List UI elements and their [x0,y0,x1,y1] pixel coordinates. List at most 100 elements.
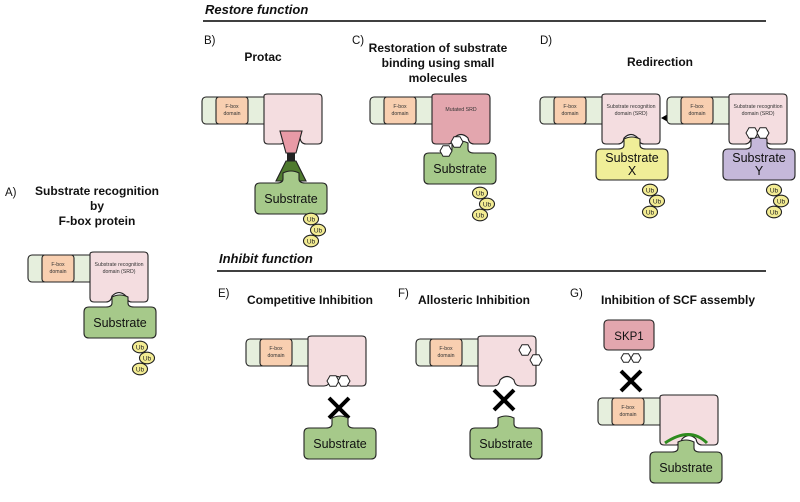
fbox-domain [680,96,714,125]
srd-label-line1: Substrate recognition [94,262,143,268]
substrate-shape [722,136,796,181]
srd-label-line2: domain (SRD) [742,111,775,117]
inhibition-x-stroke2 [619,369,643,393]
substrate-label-line2: Y [755,164,764,178]
ubiquitin-2 [309,223,327,237]
substrate-label: Substrate [93,316,147,330]
substrate-label: Substrate [433,162,487,176]
scf-inhibitor-hexagon-1 [620,353,632,363]
panel-e-letter: E) [218,288,230,300]
panel-d-letter: D) [540,35,552,47]
ubiquitin-label: Ub [136,344,145,351]
skp1-label: SKP1 [614,331,643,343]
ubiquitin-label: Ub [653,198,662,205]
fbox-domain [383,96,417,125]
srd-domain [659,394,719,446]
ubiquitin-3 [765,205,783,219]
section-restore-heading: Restore function [205,2,308,17]
ubiquitin-1 [471,186,489,200]
panel-b-title-line1: Protac [244,50,282,64]
inhibition-x-stroke2 [492,388,516,412]
srd-domain [263,93,323,145]
ubiquitin-3 [131,362,149,376]
redirection-arrow [661,114,668,122]
fbox-domain [259,338,293,367]
ubiquitin-2 [478,197,496,211]
protac-e3-ligand [279,130,303,154]
section-inhibit-heading: Inhibit function [219,251,313,266]
panel-a-title-line1: Substrate recognition [35,184,159,198]
srd-label-line1: Substrate recognition [733,104,782,110]
panel-c-letter: C) [352,35,364,47]
substrate-shape [595,136,669,181]
fbox-domain [429,338,463,367]
fbox-label-line2: domain [391,111,408,117]
srd-label-line1: Substrate recognition [606,104,655,110]
ubiquitin-1 [765,183,783,197]
panel-e-substrate: Substrate [303,415,377,460]
substrate-shape [303,415,377,460]
srd-label-line2: domain (SRD) [103,269,136,275]
ubiquitin-2 [138,351,156,365]
fbox-label-line1: F-box [621,405,635,411]
fbox-label-line1: F-box [563,104,577,110]
substrate-label-line2: X [628,164,637,178]
fbox-label-line1: F-box [690,104,704,110]
panel-a-letter: A) [5,187,17,199]
ubiquitin-label: Ub [770,187,779,194]
panel-c-substrate: Substrate [423,140,497,185]
substrate-label: Substrate [479,437,533,451]
ubiquitin-label: Ub [314,227,323,234]
small-molecule-hexagon-2 [450,136,464,148]
mutated-srd-label: Mutated SRD [445,107,476,113]
competitive-inhibitor-hexagon-2 [337,375,351,387]
fbox-domain [553,96,587,125]
ubiquitin-label: Ub [307,238,316,245]
protac-linker [287,153,295,161]
substrate-shape [254,170,328,215]
panel-e-title-line1: Competitive Inhibition [247,293,373,307]
substrate-label-line1: Substrate [732,151,786,165]
fbox-label-line2: domain [561,111,578,117]
panel-f-title-line1: Allosteric Inhibition [418,293,530,307]
panel-f-letter: F) [398,288,409,300]
panel-c-title-line2: binding using small [382,56,495,70]
panel-a-title-line2: by [90,199,104,213]
ubiquitin-label: Ub [646,187,655,194]
panel-c-title-line1: Restoration of substrate [369,41,508,55]
fbox-label-line1: F-box [225,104,239,110]
ubiquitin-3 [641,205,659,219]
panel-a-substrate: Substrate [83,294,157,339]
fbox-label-line2: domain [49,269,66,275]
fbox-label-line1: F-box [51,262,65,268]
panel-b-substrate: Substrate [254,170,328,215]
skp1-box [603,319,655,351]
allosteric-inhibitor-hexagon-2 [529,354,543,366]
panel-b-letter: B) [204,35,216,47]
competitive-inhibitor-hexagon-1 [326,375,340,387]
ubiquitin-label: Ub [770,209,779,216]
fbox-domain [41,254,75,283]
inhibition-x-stroke2 [327,396,351,420]
ubiquitin-1 [302,212,320,226]
ubiquitin-2 [648,194,666,208]
substrate-shape [423,140,497,185]
panel-a-title-line3: F-box protein [59,214,136,228]
ubiquitin-1 [641,183,659,197]
panel-d-title-line1: Redirection [627,55,693,69]
scf-inhibitor-hexagon-2 [630,353,642,363]
small-molecule-hexagon-4 [756,127,770,139]
ubiquitin-3 [302,234,320,248]
srd-domain [477,335,537,387]
ubiquitin-label: Ub [646,209,655,216]
